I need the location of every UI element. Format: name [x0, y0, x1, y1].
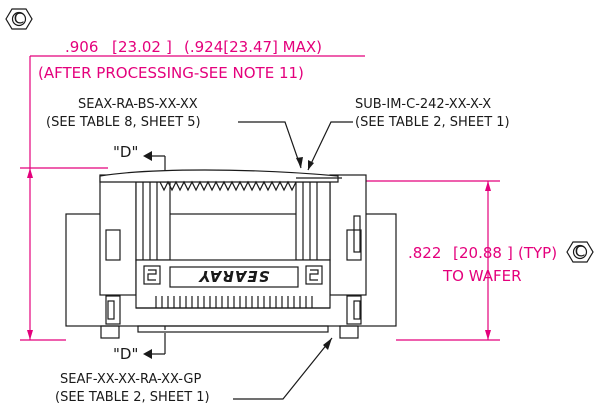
leader-lines	[233, 121, 353, 400]
overall-dimension-max: (.924[23.47] MAX)	[184, 38, 322, 56]
svg-text:[: [	[112, 38, 118, 56]
cable-part-number: SUB-IM-C-242-XX-X-X	[355, 97, 491, 112]
overall-dimension-nominal: .906	[65, 38, 98, 56]
standoff-part-number: SEAX-RA-BS-XX-XX	[78, 97, 198, 112]
cable-reference: (SEE TABLE 2, SHEET 1)	[355, 115, 510, 130]
wafer-dimension-nominal: .822	[408, 244, 441, 262]
wafer-dimension-metric: 20.88	[459, 244, 502, 262]
overall-dimension: .906 [ 23.02 ] (.924[23.47] MAX) (AFTER …	[20, 38, 365, 341]
brand-mark: SEARAY	[197, 267, 269, 285]
overall-dimension-metric: 23.02	[118, 38, 161, 56]
revision-letter-right: C	[575, 243, 585, 261]
connector-reference: (SEE TABLE 2, SHEET 1)	[55, 390, 210, 405]
wafer-dimension: .822 [ 20.88 ] (TYP) TO WAFER	[330, 180, 557, 341]
section-label-top: "D"	[113, 143, 138, 161]
wafer-dimension-note: TO WAFER	[442, 267, 522, 285]
svg-text:[: [	[453, 244, 459, 262]
svg-text:]: ]	[166, 38, 172, 56]
connector-body: SEARAY	[65, 169, 397, 339]
section-label-bottom: "D"	[113, 345, 138, 363]
wafer-dimension-suffix: (TYP)	[518, 244, 557, 262]
connector-part-number: SEAF-XX-XX-RA-XX-GP	[60, 372, 202, 387]
standoff-reference: (SEE TABLE 8, SHEET 5)	[46, 115, 201, 130]
revision-letter-top: C	[14, 10, 24, 28]
revision-symbol-right: C	[566, 241, 594, 263]
svg-text:]: ]	[507, 244, 513, 262]
revision-symbol-top: C	[5, 8, 33, 30]
overall-dimension-note: (AFTER PROCESSING-SEE NOTE 11)	[38, 64, 304, 82]
